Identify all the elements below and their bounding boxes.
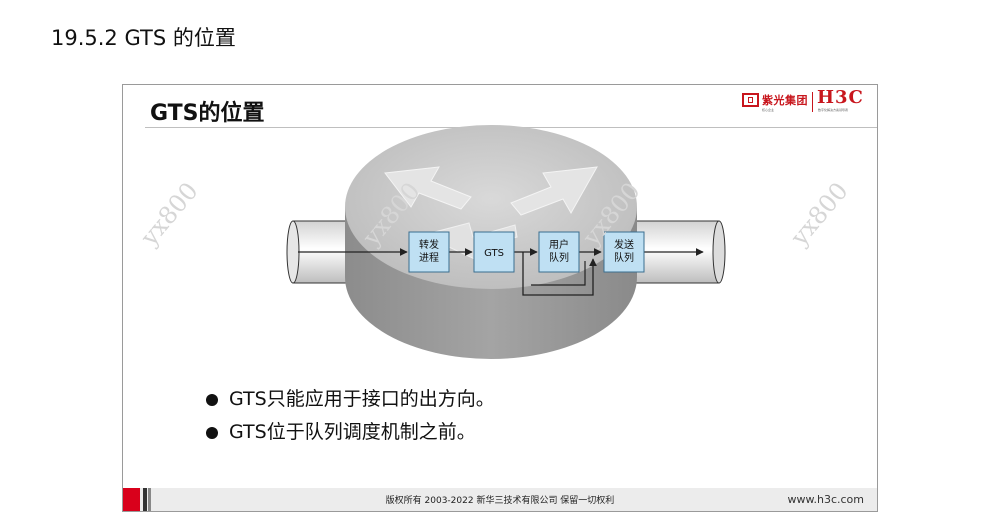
logo-brand-sub: 数字化解决方案领导者: [818, 108, 849, 112]
slide-footer: 版权所有 2003-2022 新华三技术有限公司 保留一切权利 www.h3c.…: [123, 488, 877, 511]
logo-group-sub: 核心企业: [762, 108, 775, 112]
footer-grey-bar: [148, 488, 151, 511]
user-queue-box: 用户 队列: [538, 231, 580, 273]
h3c-logo: 紫光集团 核心企业 H3C 数字化解决方案领导者: [742, 87, 872, 115]
forward-process-line2: 进程: [419, 252, 439, 264]
user-queue-line1: 用户: [549, 238, 569, 251]
bullet-item: GTS只能应用于接口的出方向。: [206, 383, 495, 416]
bypass-path-inner: [531, 261, 586, 286]
footer-red-bar: [123, 488, 140, 511]
gts-position-diagram: 转发 进程 GTS 用户 队列 发送 队列: [286, 125, 726, 359]
bypass-path: [522, 252, 597, 296]
unigroup-logo-icon: [742, 93, 759, 107]
logo-divider: [812, 92, 813, 112]
footer-dark-bar: [143, 488, 147, 511]
send-queue-line1: 发送: [614, 238, 634, 251]
send-queue-line2: 队列: [614, 251, 634, 264]
forward-process-box: 转发 进程: [408, 231, 450, 273]
slide-title: GTS的位置: [150, 101, 265, 126]
slide: GTS的位置 紫光集团 核心企业 H3C 数字化解决方案领导者: [122, 84, 878, 512]
bullet-list: GTS只能应用于接口的出方向。 GTS位于队列调度机制之前。: [206, 383, 495, 449]
gts-box-label: GTS: [484, 248, 504, 259]
forward-process-line1: 转发: [419, 238, 439, 251]
gts-box: GTS: [473, 231, 515, 273]
section-heading: 19.5.2 GTS 的位置: [51, 26, 236, 50]
send-queue-box: 发送 队列: [603, 231, 645, 273]
bullet-item: GTS位于队列调度机制之前。: [206, 416, 495, 449]
website-text: www.h3c.com: [787, 493, 864, 506]
copyright-text: 版权所有 2003-2022 新华三技术有限公司 保留一切权利: [385, 496, 615, 506]
logo-group-name: 紫光集团: [762, 94, 808, 107]
logo-brand: H3C: [817, 87, 864, 108]
user-queue-line2: 队列: [549, 251, 569, 264]
